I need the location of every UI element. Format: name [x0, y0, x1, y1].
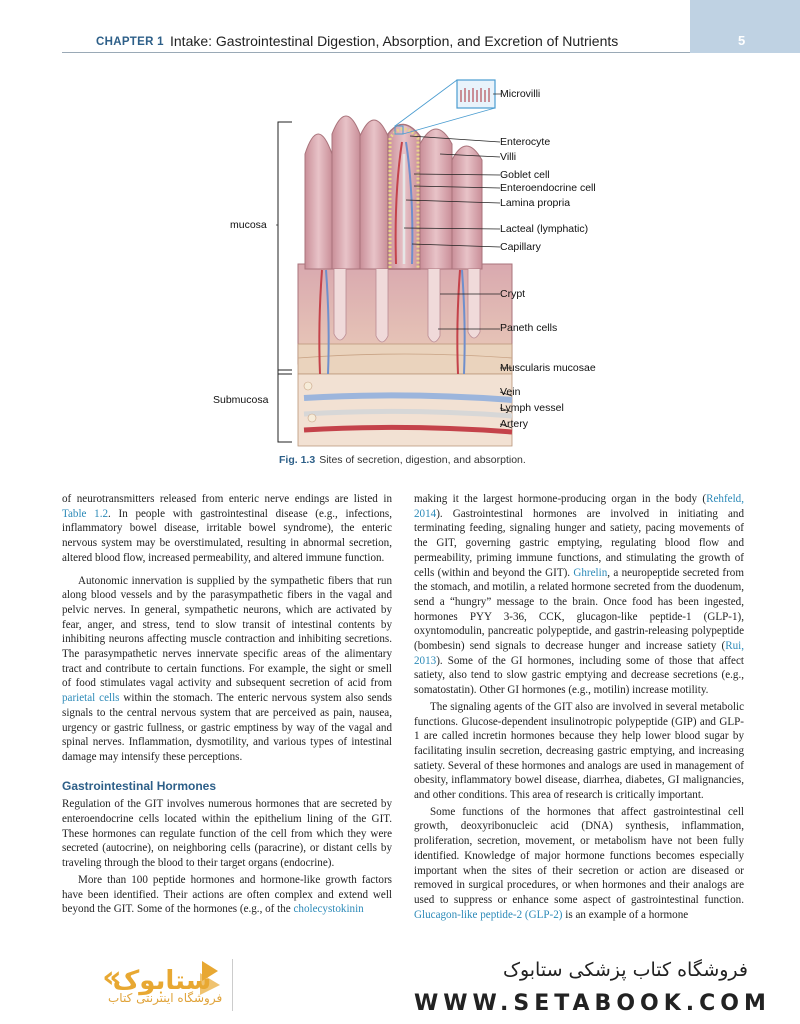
- ghrelin-link[interactable]: Ghrelin: [573, 566, 608, 579]
- text: within the stomach. The enteric nervous …: [62, 692, 392, 763]
- text: , a neuropeptide secreted from the stoma…: [414, 566, 744, 653]
- page-tab: [690, 0, 800, 53]
- label-lamina-propria: Lamina propria: [500, 197, 571, 209]
- text: is an example of a hormone: [562, 908, 689, 921]
- footer-banner: « ستابوک فروشگاه اینترنتی کتاب فروشگاه ک…: [0, 945, 800, 1024]
- glp2-link[interactable]: Glucagon-like peptide-2 (GLP-2): [414, 908, 563, 921]
- page-number: 5: [738, 33, 746, 48]
- label-artery: Artery: [500, 418, 529, 430]
- shop-name: فروشگاه کتاب پزشکی ستابوک: [502, 959, 748, 981]
- label-microvilli: Microvilli: [500, 88, 541, 100]
- figure-caption-text: Sites of secretion, digestion, and absor…: [319, 454, 526, 466]
- label-submucosa: Submucosa: [213, 394, 269, 406]
- logo-icon: « ستابوک: [102, 960, 220, 996]
- paragraph: Autonomic innervation is supplied by the…: [62, 574, 392, 765]
- svg-text:«: «: [102, 960, 121, 995]
- label-villi: Villi: [500, 151, 517, 163]
- figure-number: Fig. 1.3: [279, 454, 316, 466]
- label-capillary: Capillary: [500, 241, 541, 253]
- label-paneth-cells: Paneth cells: [500, 322, 558, 334]
- paragraph: of neurotransmitters released from enter…: [62, 492, 392, 566]
- paragraph: making it the largest hormone-producing …: [414, 492, 744, 698]
- logo-subtitle: فروشگاه اینترنتی کتاب: [108, 991, 223, 1005]
- text: Some functions of the hormones that affe…: [414, 805, 744, 906]
- figure-intestinal-wall: Microvilli Enterocyte Villi Goblet cell …: [200, 74, 620, 464]
- text: Autonomic innervation is supplied by the…: [62, 574, 392, 690]
- chapter-label: CHAPTER 1: [96, 36, 164, 48]
- label-lacteal: Lacteal (lymphatic): [500, 223, 589, 235]
- label-mucosa: mucosa: [230, 219, 267, 231]
- paragraph: Some functions of the hormones that affe…: [414, 805, 744, 923]
- label-enteroendocrine-cell: Enteroendocrine cell: [500, 182, 596, 194]
- label-lymph-vessel: Lymph vessel: [500, 402, 564, 414]
- left-column: of neurotransmitters released from enter…: [62, 492, 392, 917]
- label-crypt: Crypt: [500, 288, 526, 300]
- right-column: making it the largest hormone-producing …: [414, 492, 744, 922]
- running-header: CHAPTER 1 Intake: Gastrointestinal Diges…: [62, 30, 690, 53]
- text: ). Some of the GI hormones, including so…: [414, 654, 744, 697]
- table-link[interactable]: Table 1.2: [62, 507, 109, 520]
- chapter-title: Intake: Gastrointestinal Digestion, Abso…: [170, 33, 619, 49]
- text: . In people with gastrointestinal diseas…: [62, 507, 393, 564]
- rehfeld-citation-link[interactable]: Rehfeld, 2014: [414, 493, 744, 520]
- svg-text:ستابوک: ستابوک: [113, 966, 212, 996]
- rui-citation-link[interactable]: Rui, 2013: [414, 640, 744, 667]
- text: making it the largest hormone-producing …: [414, 493, 707, 505]
- text: ). Gastrointestinal hormones are involve…: [414, 507, 744, 579]
- footer-divider: [232, 959, 233, 1011]
- cholecystokinin-link[interactable]: cholecystokinin: [293, 903, 364, 916]
- intestinal-wall-illustration: [276, 79, 513, 447]
- paragraph: More than 100 peptide hormones and hormo…: [62, 873, 392, 917]
- setabook-logo: « ستابوک: [40, 957, 230, 1002]
- label-muscularis-mucosae: Muscularis mucosae: [500, 362, 596, 374]
- label-goblet-cell: Goblet cell: [500, 169, 550, 181]
- parietal-cells-link[interactable]: parietal cells: [62, 692, 120, 705]
- section-heading: Gastrointestinal Hormones: [62, 778, 217, 793]
- shop-url[interactable]: WWW.SETABOOK.COM: [414, 991, 771, 1016]
- label-vein: Vein: [500, 386, 521, 398]
- text: of neurotransmitters released from enter…: [62, 493, 392, 505]
- paragraph: Regulation of the GIT involves numerous …: [62, 798, 392, 870]
- text: More than 100 peptide hormones and hormo…: [62, 873, 392, 916]
- label-enterocyte: Enterocyte: [500, 136, 551, 148]
- paragraph: The signaling agents of the GIT also are…: [414, 700, 744, 802]
